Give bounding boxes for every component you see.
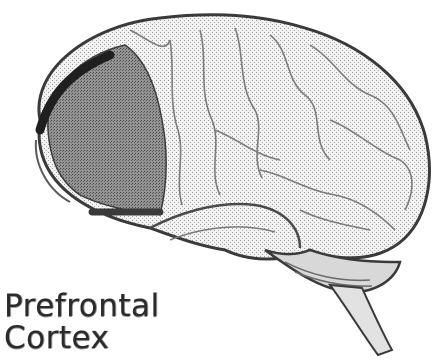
label-line-1: Prefrontal — [4, 290, 204, 322]
brainstem — [330, 285, 392, 355]
label-line-2: Cortex — [4, 322, 204, 354]
prefrontal-cortex-label: Prefrontal Cortex — [4, 290, 204, 354]
